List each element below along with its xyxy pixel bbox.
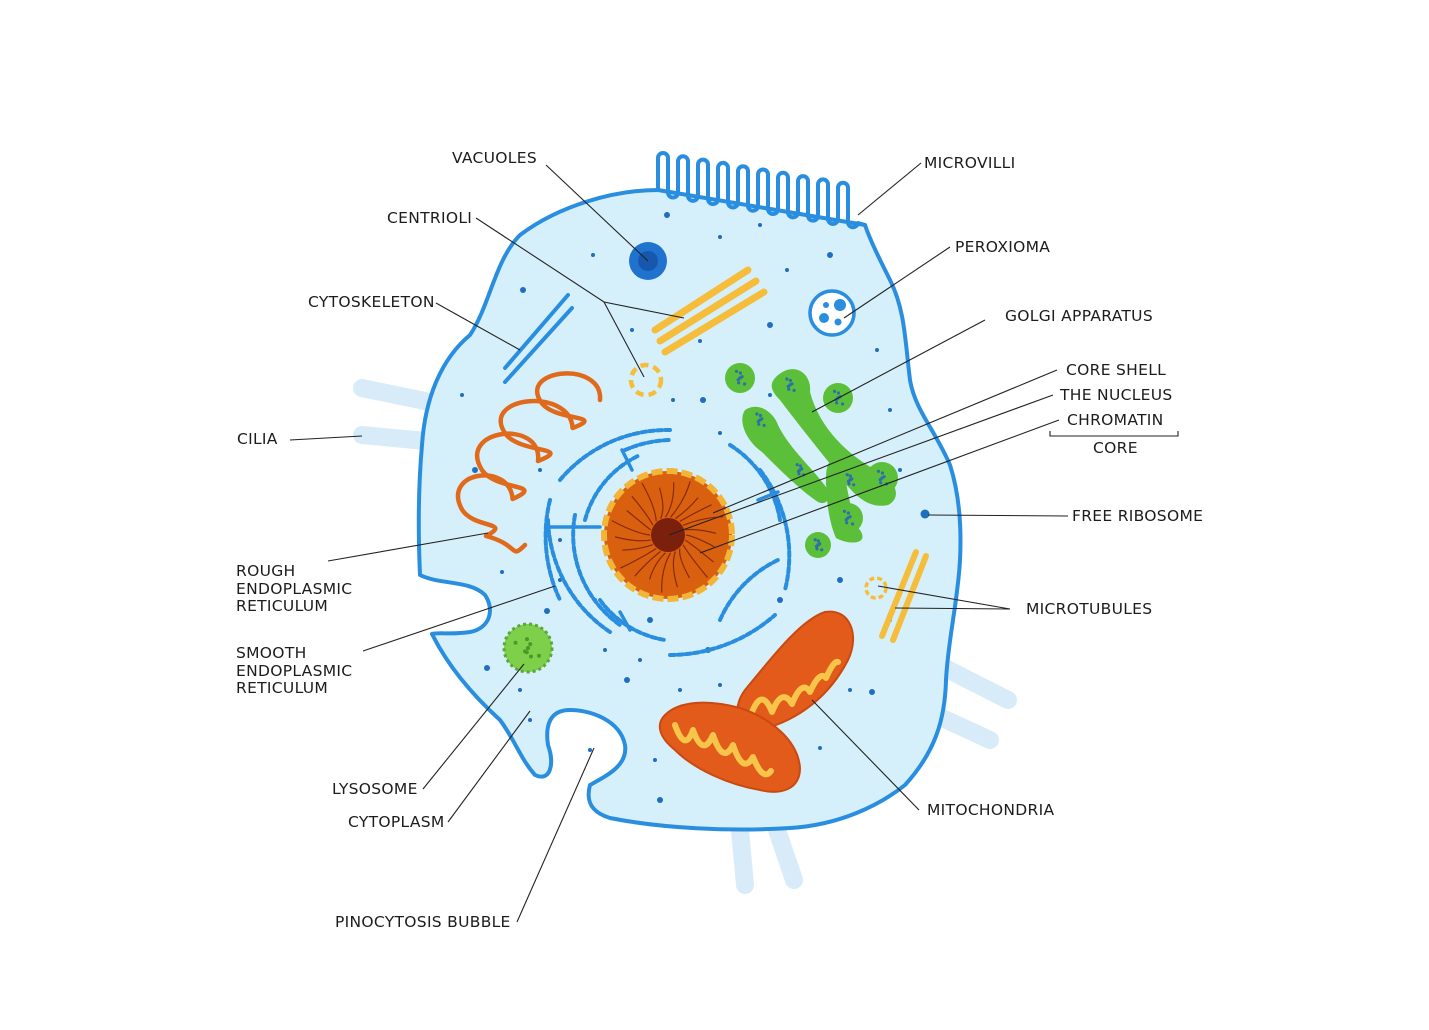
label-smooth-er: SMOOTH ENDOPLASMIC RETICULUM xyxy=(236,644,353,697)
ribosome-dot xyxy=(848,688,852,692)
ribosome-dot xyxy=(869,689,875,695)
smooth-er-ties xyxy=(548,448,780,632)
ribosome-dot xyxy=(472,467,478,473)
ribosome-dot xyxy=(630,328,634,332)
ribosome-dot xyxy=(484,665,490,671)
ribosome-dot xyxy=(875,348,879,352)
ribosome-dot xyxy=(698,339,702,343)
label-pinocytosis-bubble: PINOCYTOSIS BUBBLE xyxy=(335,913,511,931)
label-mitochondria: MITOCHONDRIA xyxy=(927,801,1055,819)
label-the-nucleus: THE NUCLEUS xyxy=(1060,386,1173,404)
free-ribosomes xyxy=(460,212,930,803)
ribosome-dot xyxy=(678,688,682,692)
label-chromatin: CHROMATIN xyxy=(1067,411,1164,429)
ribosome-dot xyxy=(718,683,722,687)
label-core: CORE xyxy=(1093,439,1138,457)
ribosome-dot xyxy=(664,212,670,218)
label-vacuoles: VACUOLES xyxy=(452,149,537,167)
ribosome-dot xyxy=(768,393,772,397)
ribosome-dot xyxy=(591,253,595,257)
label-centrioli: CENTRIOLI xyxy=(387,209,473,227)
nucleolus xyxy=(651,518,685,552)
ribosome-dot xyxy=(888,408,892,412)
label-golgi-apparatus: GOLGI APPARATUS xyxy=(1005,307,1153,325)
ribosome-dot xyxy=(460,393,464,397)
ribosome-dot xyxy=(588,748,592,752)
ribosome-dot xyxy=(700,397,706,403)
nucleus xyxy=(601,468,735,602)
peroxisome xyxy=(808,289,856,337)
smooth-er xyxy=(543,427,792,657)
rough-er xyxy=(455,371,603,554)
label-core-shell: CORE SHELL xyxy=(1066,361,1167,379)
label-cilia: CILIA xyxy=(237,430,278,448)
label-microtubules: MICROTUBULES xyxy=(1026,600,1153,618)
chromatin xyxy=(611,481,724,593)
ribosome-dot xyxy=(718,431,722,435)
ribosome-dot xyxy=(718,235,722,239)
microtubules xyxy=(879,549,929,643)
ribosome-dot xyxy=(827,252,833,258)
ribosome-dot xyxy=(603,648,607,652)
ribosome-dot xyxy=(558,538,562,542)
ribosome-dot xyxy=(777,597,783,603)
leader-lines xyxy=(289,162,1179,923)
ribosome-dot xyxy=(528,718,532,722)
ribosome-dot xyxy=(538,468,542,472)
ribosome-dot xyxy=(647,617,653,623)
ribosome-dot xyxy=(898,468,902,472)
microvilli xyxy=(656,151,867,230)
ribosome-dot xyxy=(657,797,663,803)
label-free-ribosome: FREE RIBOSOME xyxy=(1072,507,1204,525)
ribosome-dot xyxy=(671,398,675,402)
label-microvilli: MICROVILLI xyxy=(924,154,1016,172)
label-peroxioma: PEROXIOMA xyxy=(955,238,1051,256)
ribosome-dot xyxy=(758,223,762,227)
golgi-apparatus xyxy=(725,363,898,558)
ribosome-dot xyxy=(544,608,550,614)
cytoskeleton xyxy=(503,293,574,384)
ribosome-dot xyxy=(500,570,504,574)
ribosome-dot xyxy=(767,322,773,328)
ribosome-dot xyxy=(653,758,657,762)
label-lysosome: LYSOSOME xyxy=(332,780,418,798)
ribosome-dot xyxy=(520,287,526,293)
ribosome-dot xyxy=(518,688,522,692)
ribosome-dot xyxy=(818,746,822,750)
ribosome-dot xyxy=(624,677,630,683)
label-rough-er: ROUGH ENDOPLASMIC RETICULUM xyxy=(236,562,353,615)
ribosome-dot xyxy=(785,268,789,272)
label-cytoskeleton: CYTOSKELETON xyxy=(308,293,435,311)
ribosome-dot xyxy=(837,577,843,583)
ribosome-dot xyxy=(638,658,642,662)
lysosome xyxy=(502,622,554,674)
centriole-ring xyxy=(628,362,664,398)
microtubule-ring xyxy=(864,576,888,600)
mitochondrion-lower xyxy=(658,701,802,793)
label-cytoplasm: CYTOPLASM xyxy=(348,813,445,831)
centriole-bundle xyxy=(651,266,768,356)
ribosome-dot xyxy=(920,509,930,519)
